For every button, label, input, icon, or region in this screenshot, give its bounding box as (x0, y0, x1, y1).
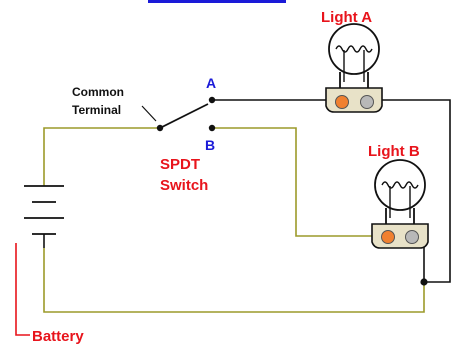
common-terminal-label-line1: Common (72, 85, 124, 99)
wire-terminal-b-to-light-b (212, 127, 372, 237)
battery-label: Battery (32, 328, 84, 345)
junction-dot (420, 278, 428, 286)
common-terminal-pointer (141, 105, 157, 122)
common-terminal-label-line2: Terminal (72, 103, 121, 117)
wire-battery-to-common (43, 127, 160, 186)
light-a-label: Light A (321, 9, 372, 26)
terminal-b-label: B (205, 137, 215, 153)
switch-label-line1: SPDT (160, 156, 200, 173)
light-b-terminal-gray (405, 230, 419, 244)
light-b-label: Light B (368, 143, 420, 160)
light-a-terminal-gray (360, 95, 374, 109)
light-b-terminal-orange (381, 230, 395, 244)
light-bulb-icon (325, 23, 383, 113)
spdt-switch-icon (156, 96, 216, 132)
battery-pointer (15, 243, 30, 336)
header-bar (148, 0, 286, 3)
terminal-a-label: A (206, 75, 216, 91)
light-a-terminal-orange (335, 95, 349, 109)
switch-label-line2: Switch (160, 177, 208, 194)
wire-battery-return (43, 248, 425, 313)
light-bulb-icon (371, 159, 429, 249)
wire-light-a-return (382, 99, 451, 283)
battery-icon (24, 185, 64, 248)
